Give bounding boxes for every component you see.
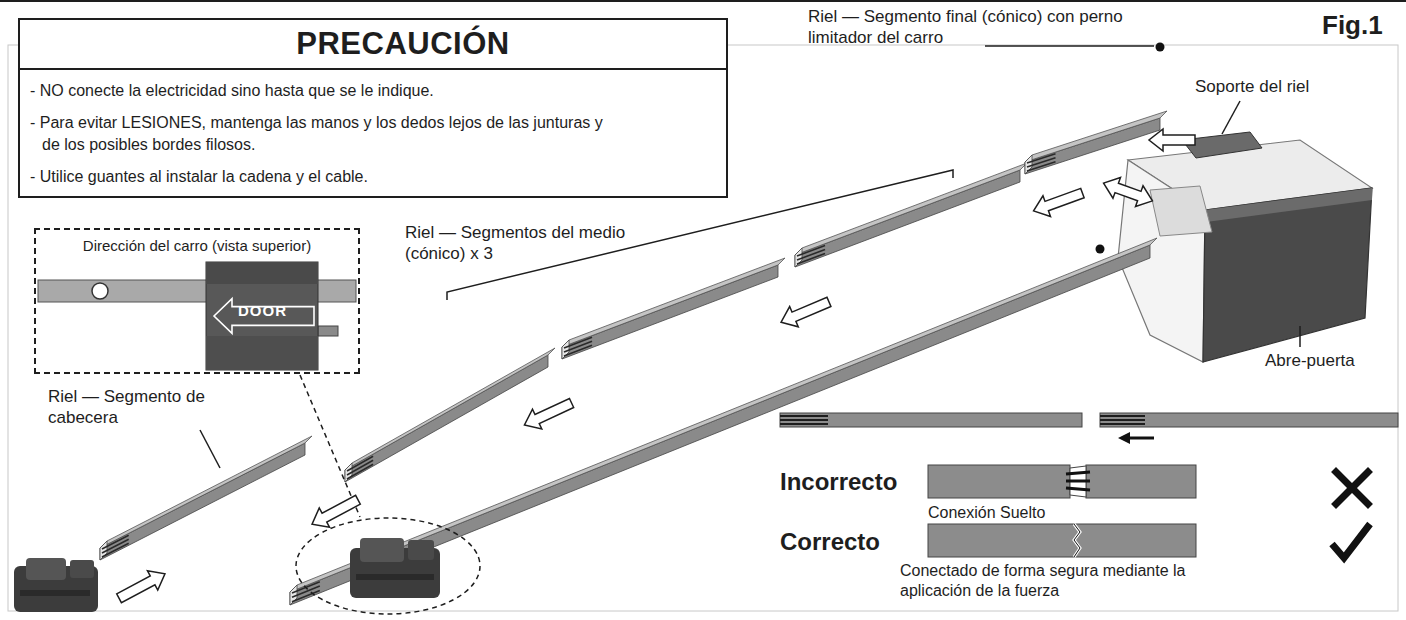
move-arrow bbox=[781, 297, 831, 327]
stop-bolt bbox=[1156, 43, 1165, 52]
part-label: Riel — Segmento de cabecera bbox=[48, 386, 238, 428]
detail-box: Dirección del carro (vista superior) DOOR bbox=[34, 228, 360, 374]
top-rule bbox=[0, 0, 1406, 2]
note-label: Conectado de forma segura mediante la ap… bbox=[900, 561, 1230, 601]
carriage-top-view bbox=[38, 262, 356, 370]
move-arrow bbox=[117, 571, 165, 603]
note-label: Conexión Suelto bbox=[928, 503, 1128, 523]
part-label: Riel — Segmentos del medio (cónico) x 3 bbox=[405, 222, 667, 264]
right-mark bbox=[1332, 524, 1370, 558]
detail-title: Dirección del carro (vista superior) bbox=[36, 236, 358, 256]
figure-number: Fig.1 bbox=[1322, 10, 1400, 40]
caution-box: PRECAUCIÓN - NO conecte la electricidad s… bbox=[18, 18, 728, 198]
rail-segment bbox=[795, 163, 1027, 267]
move-arrow bbox=[1034, 188, 1085, 216]
rail-segment bbox=[345, 348, 555, 482]
carriage-on-rail bbox=[350, 538, 440, 598]
wrong-mark bbox=[1336, 472, 1368, 504]
direction-arrow: DOOR bbox=[212, 296, 316, 336]
caution-note: - NO conecte la electricidad sino hasta … bbox=[30, 80, 616, 102]
detail-ellipse bbox=[296, 518, 480, 614]
connection-detail bbox=[780, 413, 1398, 557]
rail-segment bbox=[100, 436, 312, 560]
caution-note: - Utilice guantes al instalar la cadena … bbox=[30, 166, 616, 188]
move-arrow bbox=[1104, 178, 1153, 207]
status-label: Incorrecto bbox=[780, 468, 920, 496]
carriage-left bbox=[14, 558, 98, 612]
move-arrow bbox=[312, 495, 360, 527]
move-arrow bbox=[524, 398, 573, 429]
part-label: Soporte del riel bbox=[1195, 76, 1345, 97]
rail-segment bbox=[1025, 111, 1167, 174]
part-label: Riel — Segmento final (cónico) con perno… bbox=[808, 6, 1170, 48]
status-label: Correcto bbox=[780, 528, 920, 556]
stop-bolt bbox=[1096, 245, 1105, 254]
detail-leader bbox=[300, 375, 360, 517]
rail-segment bbox=[562, 258, 785, 359]
direction-text: DOOR bbox=[212, 296, 316, 326]
caution-note: - Para evitar LESIONES, mantenga las man… bbox=[30, 112, 616, 156]
direction-arrows bbox=[117, 129, 1195, 603]
move-arrow bbox=[1149, 129, 1195, 151]
part-label: Abre-puerta bbox=[1265, 350, 1395, 371]
caution-heading: PRECAUCIÓN bbox=[20, 20, 726, 70]
opener-body bbox=[1118, 132, 1372, 362]
